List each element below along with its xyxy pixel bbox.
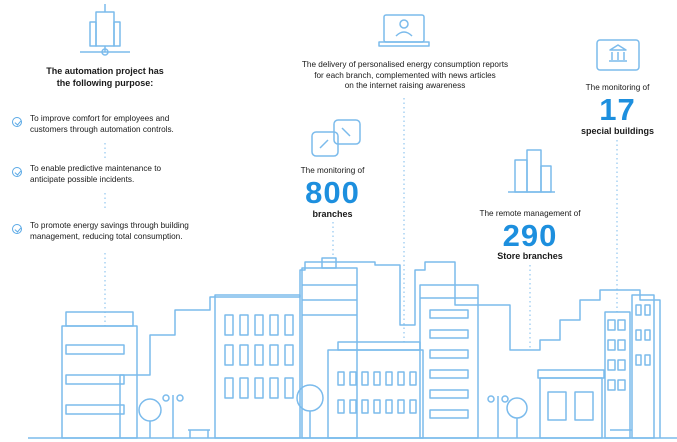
building-far-right xyxy=(604,311,631,439)
purpose-line: To improve comfort for employees and xyxy=(30,114,170,123)
check-circle-icon xyxy=(12,224,22,234)
building-mid-left xyxy=(214,294,301,439)
purpose-line: management, reducing total consumption. xyxy=(30,231,183,241)
store-value: 290 xyxy=(502,218,558,253)
remote-buildings-icon xyxy=(508,149,555,193)
check-circle-icon xyxy=(12,117,22,127)
reports-line: on the internet raising awareness xyxy=(344,81,466,90)
purpose-line: customers through automation controls. xyxy=(30,124,174,134)
special-buildings-icon xyxy=(596,39,640,71)
reports-description: The delivery of personalised energy cons… xyxy=(285,60,525,92)
store-unit: Store branches xyxy=(497,251,563,261)
purpose-line: anticipate possible incidents. xyxy=(30,174,135,184)
monitoring-chat-icon xyxy=(311,119,361,157)
building-automation-icon xyxy=(80,4,130,56)
check-circle-icon xyxy=(12,167,22,177)
special-value: 17 xyxy=(599,92,636,127)
branches-value: 800 xyxy=(305,175,360,210)
purpose-item: To promote energy savings through buildi… xyxy=(30,221,245,242)
purpose-line: To enable predictive maintenance to xyxy=(30,164,162,173)
purpose-item: To enable predictive maintenance to anti… xyxy=(30,164,230,185)
branches-label: The monitoring of xyxy=(300,166,365,175)
purpose-item: To improve comfort for employees and cus… xyxy=(30,114,230,135)
building-left xyxy=(61,325,138,439)
building-center xyxy=(327,349,424,439)
store-label: The remote management of xyxy=(479,209,581,218)
reports-line: The delivery of personalised energy cons… xyxy=(301,60,509,69)
special-label: The monitoring of xyxy=(585,83,650,92)
reports-line: for each branch, complemented with news … xyxy=(314,70,496,80)
branches-unit: branches xyxy=(312,209,353,219)
automation-title-line1: The automation project has xyxy=(46,66,164,76)
special-unit: special buildings xyxy=(580,126,654,136)
laptop-report-icon xyxy=(378,14,430,47)
building-right-tower xyxy=(419,284,479,439)
automation-title: The automation project has the following… xyxy=(40,66,170,89)
automation-title-line2: the following purpose: xyxy=(56,77,154,88)
purpose-line: To promote energy savings through buildi… xyxy=(30,221,189,230)
